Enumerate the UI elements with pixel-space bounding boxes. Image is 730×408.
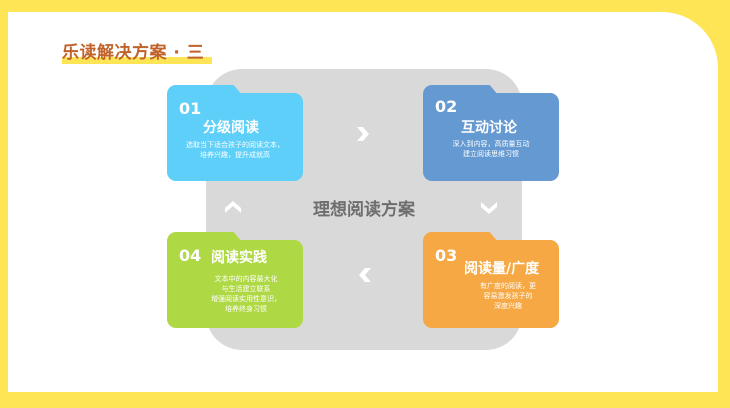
card-description: 有广度的阅读，更 容易激发孩子的 深度兴趣 xyxy=(480,282,536,310)
card-number: 03 xyxy=(435,246,458,265)
card-description: 文本中的内容最大化 与生活建立联系 增强阅读实用性意识， 培养终身习惯 xyxy=(211,275,281,313)
card-heading: 阅读实践 xyxy=(211,250,267,266)
card-02-interactive-discussion: 02 互动讨论 深入到内容，高质量互动 建立阅读思维习惯 xyxy=(423,85,559,181)
card-number: 04 xyxy=(179,246,202,265)
card-number: 02 xyxy=(435,97,458,116)
card-number: 01 xyxy=(179,99,202,118)
card-04-reading-practice: 04 阅读实践 文本中的内容最大化 与生活建立联系 增强阅读实用性意识， 培养终… xyxy=(167,232,303,328)
chevron-right-icon xyxy=(356,126,370,146)
title-highlight xyxy=(62,57,212,64)
card-01-graded-reading: 01 分级阅读 选取当下适合孩子的阅读文本， 培养兴趣，提升成就高 xyxy=(167,85,303,181)
card-description: 深入到内容，高质量互动 建立阅读思维习惯 xyxy=(452,140,530,158)
card-heading: 分级阅读 xyxy=(203,120,259,136)
slide-title-block: 乐读解决方案 · 三 xyxy=(62,38,212,64)
card-heading: 阅读量/广度 xyxy=(464,261,540,277)
card-03-reading-volume: 03 阅读量/广度 有广度的阅读，更 容易激发孩子的 深度兴趣 xyxy=(423,232,559,328)
center-label: 理想阅读方案 xyxy=(313,200,415,220)
chevron-down-icon xyxy=(480,201,498,219)
slide-title: 乐读解决方案 · 三 xyxy=(62,43,205,63)
chevron-up-icon xyxy=(224,200,242,218)
card-description: 选取当下适合孩子的阅读文本， 培养兴趣，提升成就高 xyxy=(186,141,284,159)
card-heading: 互动讨论 xyxy=(461,120,517,136)
chevron-left-icon xyxy=(358,267,372,287)
